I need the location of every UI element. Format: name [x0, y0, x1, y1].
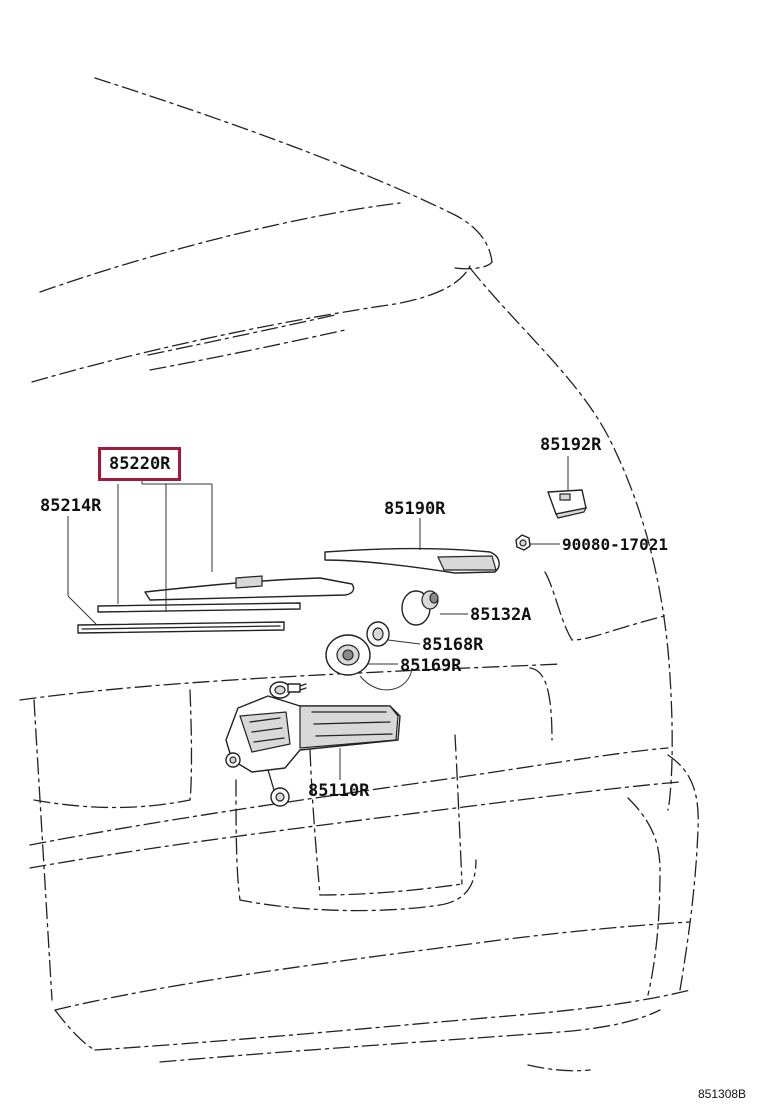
- vehicle-body-outline: [19, 77, 699, 1072]
- part-label-85168R[interactable]: 85168R: [422, 635, 484, 655]
- wiper-motor: [225, 681, 401, 807]
- figure-code: 851308B: [698, 1087, 747, 1101]
- wiper-blade-assembly: [77, 575, 355, 634]
- part-label-85169R[interactable]: 85169R: [400, 656, 462, 676]
- pivot-cap: [401, 590, 439, 626]
- washer: [366, 621, 390, 647]
- wiper-arm: [324, 547, 500, 574]
- part-label-85220R[interactable]: 85220R: [98, 447, 182, 481]
- part-label-85132A[interactable]: 85132A: [470, 605, 532, 625]
- leader-lines: [67, 456, 569, 780]
- nut: [515, 534, 531, 551]
- wiper-arm-cover: [547, 489, 588, 519]
- part-label-90080-17021[interactable]: 90080-17021: [562, 535, 668, 554]
- part-label-85110R[interactable]: 85110R: [308, 781, 370, 801]
- part-label-85214R[interactable]: 85214R: [40, 496, 102, 516]
- part-label-85192R[interactable]: 85192R: [540, 435, 602, 455]
- grommet: [325, 634, 371, 676]
- part-label-85190R[interactable]: 85190R: [384, 499, 446, 519]
